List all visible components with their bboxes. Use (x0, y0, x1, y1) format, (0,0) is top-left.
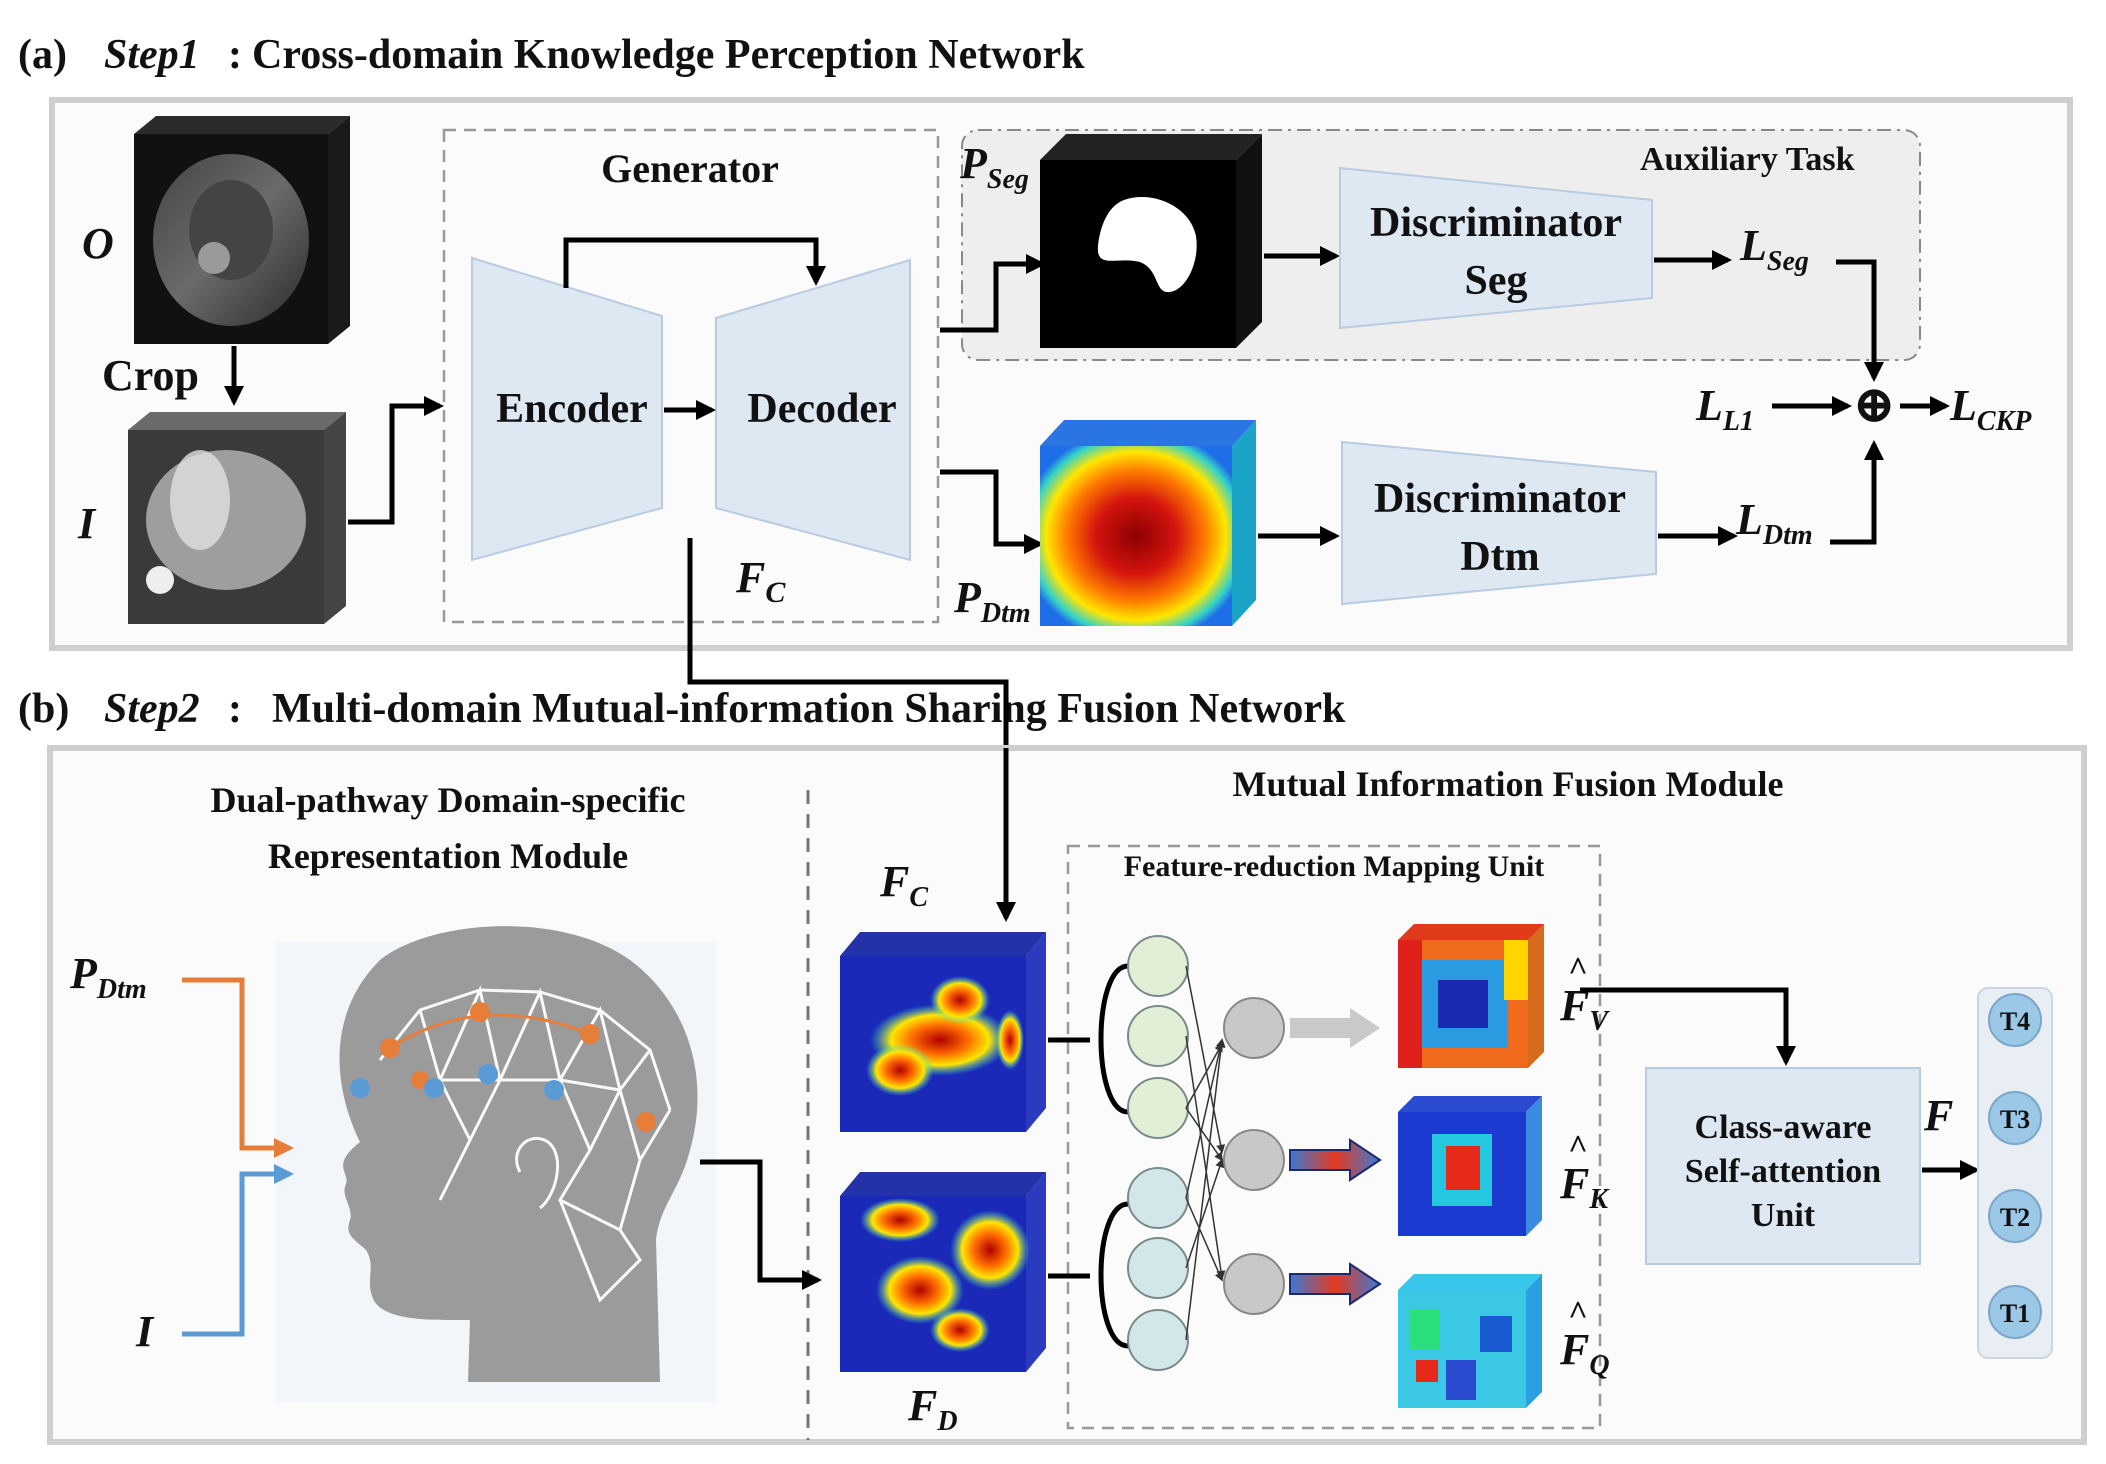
step1-sep: : (228, 32, 242, 78)
sum-operator: ⊕ (1852, 377, 1896, 434)
to-pdtm-arrow (940, 469, 1044, 554)
head-to-fd-arrow (700, 1159, 822, 1290)
step1-title-text: Cross-domain Knowledge Perception Networ… (252, 32, 1085, 78)
ll1-label: LL1 (1695, 381, 1754, 437)
step2-prefix: (b) (18, 686, 69, 732)
step2-title: (b) Step2 : Multi-domain Mutual-informat… (18, 686, 1346, 732)
mri-original-image (134, 116, 350, 344)
fv-hat: ^ (1568, 951, 1588, 988)
class-t2-label: T2 (2000, 1203, 2030, 1232)
fd-neurons (1127, 1167, 1189, 1371)
pseg-label: PSeg (959, 139, 1029, 195)
fc-bracket (1048, 963, 1129, 1115)
fc-feature-map (840, 932, 1046, 1132)
disc-seg-label-1: Discriminator (1370, 200, 1622, 246)
segmentation-map-image (1040, 134, 1262, 348)
decoder-shape (715, 258, 911, 562)
fk-label: FK (1559, 1159, 1610, 1215)
frmu-box (1066, 844, 1602, 1430)
casa-label-1: Class-aware (1695, 1109, 1872, 1146)
class-t1 (1988, 1285, 2042, 1339)
skip-connection-arrow (563, 237, 826, 288)
fd-feature-map (840, 1172, 1046, 1372)
class-aware-self-attention-unit (1645, 1067, 1921, 1265)
fv-attention-map (1398, 924, 1544, 1068)
pdtm-label: PDtm (953, 573, 1031, 629)
class-t3 (1988, 1091, 2042, 1145)
step2-title-text: Multi-domain Mutual-information Sharing … (272, 686, 1346, 732)
ldtm-label: LDtm (1735, 495, 1813, 551)
pdtm-b-label: PDtm (69, 949, 147, 1005)
step1-prefix: (a) (18, 32, 67, 78)
encoder-label: Encoder (496, 386, 648, 432)
fd-b-label: FD (907, 1381, 958, 1437)
step1-title: (a) Step1 : Cross-domain Knowledge Perce… (18, 32, 1085, 78)
class-t1-label: T1 (2000, 1299, 2030, 1328)
ldtm-to-sum-arrow (1830, 440, 1884, 545)
label-crop: Crop (102, 351, 199, 400)
class-t4 (1988, 993, 2042, 1047)
step2-sep: : (228, 686, 242, 732)
auxiliary-task-label: Auxiliary Task (1640, 141, 1855, 178)
fd-bracket (1048, 1201, 1129, 1349)
fk-hat: ^ (1568, 1129, 1588, 1166)
fk-attention-map (1398, 1096, 1542, 1236)
discriminator-seg (1339, 166, 1653, 330)
step1-step: Step1 (104, 32, 200, 78)
lseg-to-sum-arrow (1836, 259, 1884, 382)
generator-label: Generator (601, 146, 779, 191)
mri-cropped-image (128, 412, 346, 624)
frmu-label: Feature-reduction Mapping Unit (1124, 850, 1545, 883)
casa-label-3: Unit (1751, 1197, 1816, 1234)
dual-pathway-label-1: Dual-pathway Domain-specific (211, 780, 686, 820)
discriminator-dtm (1341, 440, 1657, 606)
disc-seg-label-2: Seg (1465, 258, 1528, 304)
I-b-label: I (135, 1307, 155, 1356)
encoder-shape (471, 256, 663, 562)
class-t2 (1988, 1189, 2042, 1243)
fc-b-label: FC (879, 857, 928, 913)
class-output-panel (1977, 987, 2053, 1359)
distance-transform-map-image (1040, 420, 1256, 626)
mifm-label: Mutual Information Fusion Module (1232, 764, 1783, 804)
lseg-label: LSeg (1739, 221, 1809, 277)
lckp-label: LCKP (1949, 381, 2032, 437)
fq-label: FQ (1559, 1325, 1610, 1381)
label-I: I (77, 499, 97, 548)
dual-pathway-label-2: Representation Module (268, 836, 628, 876)
casa-label-2: Self-attention (1685, 1153, 1882, 1190)
q-mapping-arrow (1289, 1262, 1382, 1306)
disc-dtm-label-2: Dtm (1460, 534, 1539, 580)
class-t3-label: T3 (2000, 1105, 2030, 1134)
neuron-connections (1185, 965, 1226, 1341)
v-mapping-arrow (1290, 1008, 1380, 1048)
disc-dtm-label-1: Discriminator (1374, 476, 1626, 522)
fc-neurons (1127, 935, 1189, 1139)
fq-attention-map (1398, 1274, 1542, 1408)
brain-network-head-icon (276, 926, 716, 1402)
I-input-arrow (182, 1164, 294, 1337)
to-pseg-arrow (940, 254, 1046, 333)
k-mapping-arrow (1289, 1138, 1382, 1182)
input-to-generator-arrow (348, 396, 444, 525)
projection-neurons (1223, 997, 1285, 1315)
F-output-label: F (1923, 1091, 1953, 1140)
pdtm-input-arrow (182, 977, 294, 1158)
fv-to-casa-arrow (1580, 987, 1796, 1066)
fq-hat: ^ (1568, 1295, 1588, 1332)
generator-box (442, 128, 940, 624)
step2-step: Step2 (104, 686, 200, 732)
class-t4-label: T4 (2000, 1007, 2030, 1036)
fc-label: FC (735, 553, 786, 609)
label-O: O (82, 219, 114, 268)
decoder-label: Decoder (747, 386, 896, 432)
